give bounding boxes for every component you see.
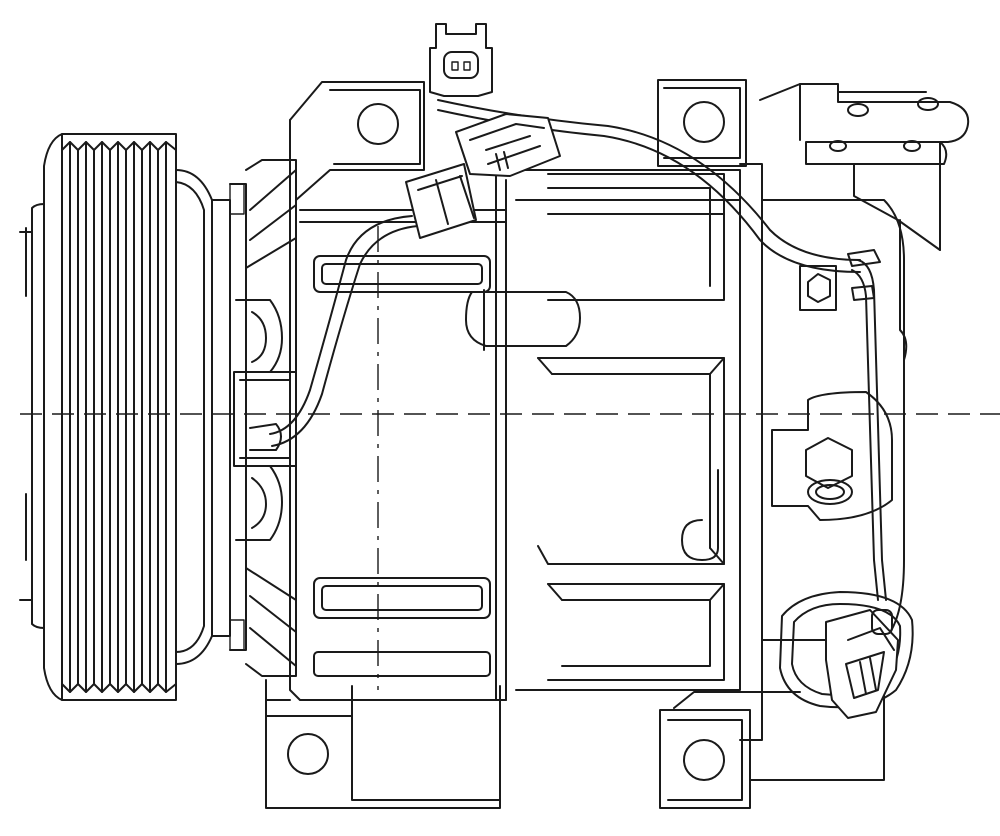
rear-housing: [515, 163, 905, 741]
top-connector: [429, 23, 493, 97]
hex-bolt: [771, 391, 893, 521]
fitting-block: [759, 83, 970, 361]
small-bolt: [799, 265, 837, 311]
mount-hole-bottom-right: [683, 739, 725, 781]
bottom-connector: [779, 591, 914, 719]
mount-hole-bottom-left: [287, 733, 329, 775]
top-right-mount: [657, 79, 747, 167]
front-housing: [289, 81, 581, 701]
mount-hole-top-right: [683, 101, 725, 143]
inline-connector: [405, 113, 561, 239]
pulley-grooves: [61, 141, 177, 693]
bottom-left-mount: [265, 679, 501, 809]
mount-hole-top-left: [357, 103, 399, 145]
front-cover: [229, 159, 297, 677]
pulley: [19, 133, 231, 701]
bottom-right-mount: [659, 679, 885, 809]
